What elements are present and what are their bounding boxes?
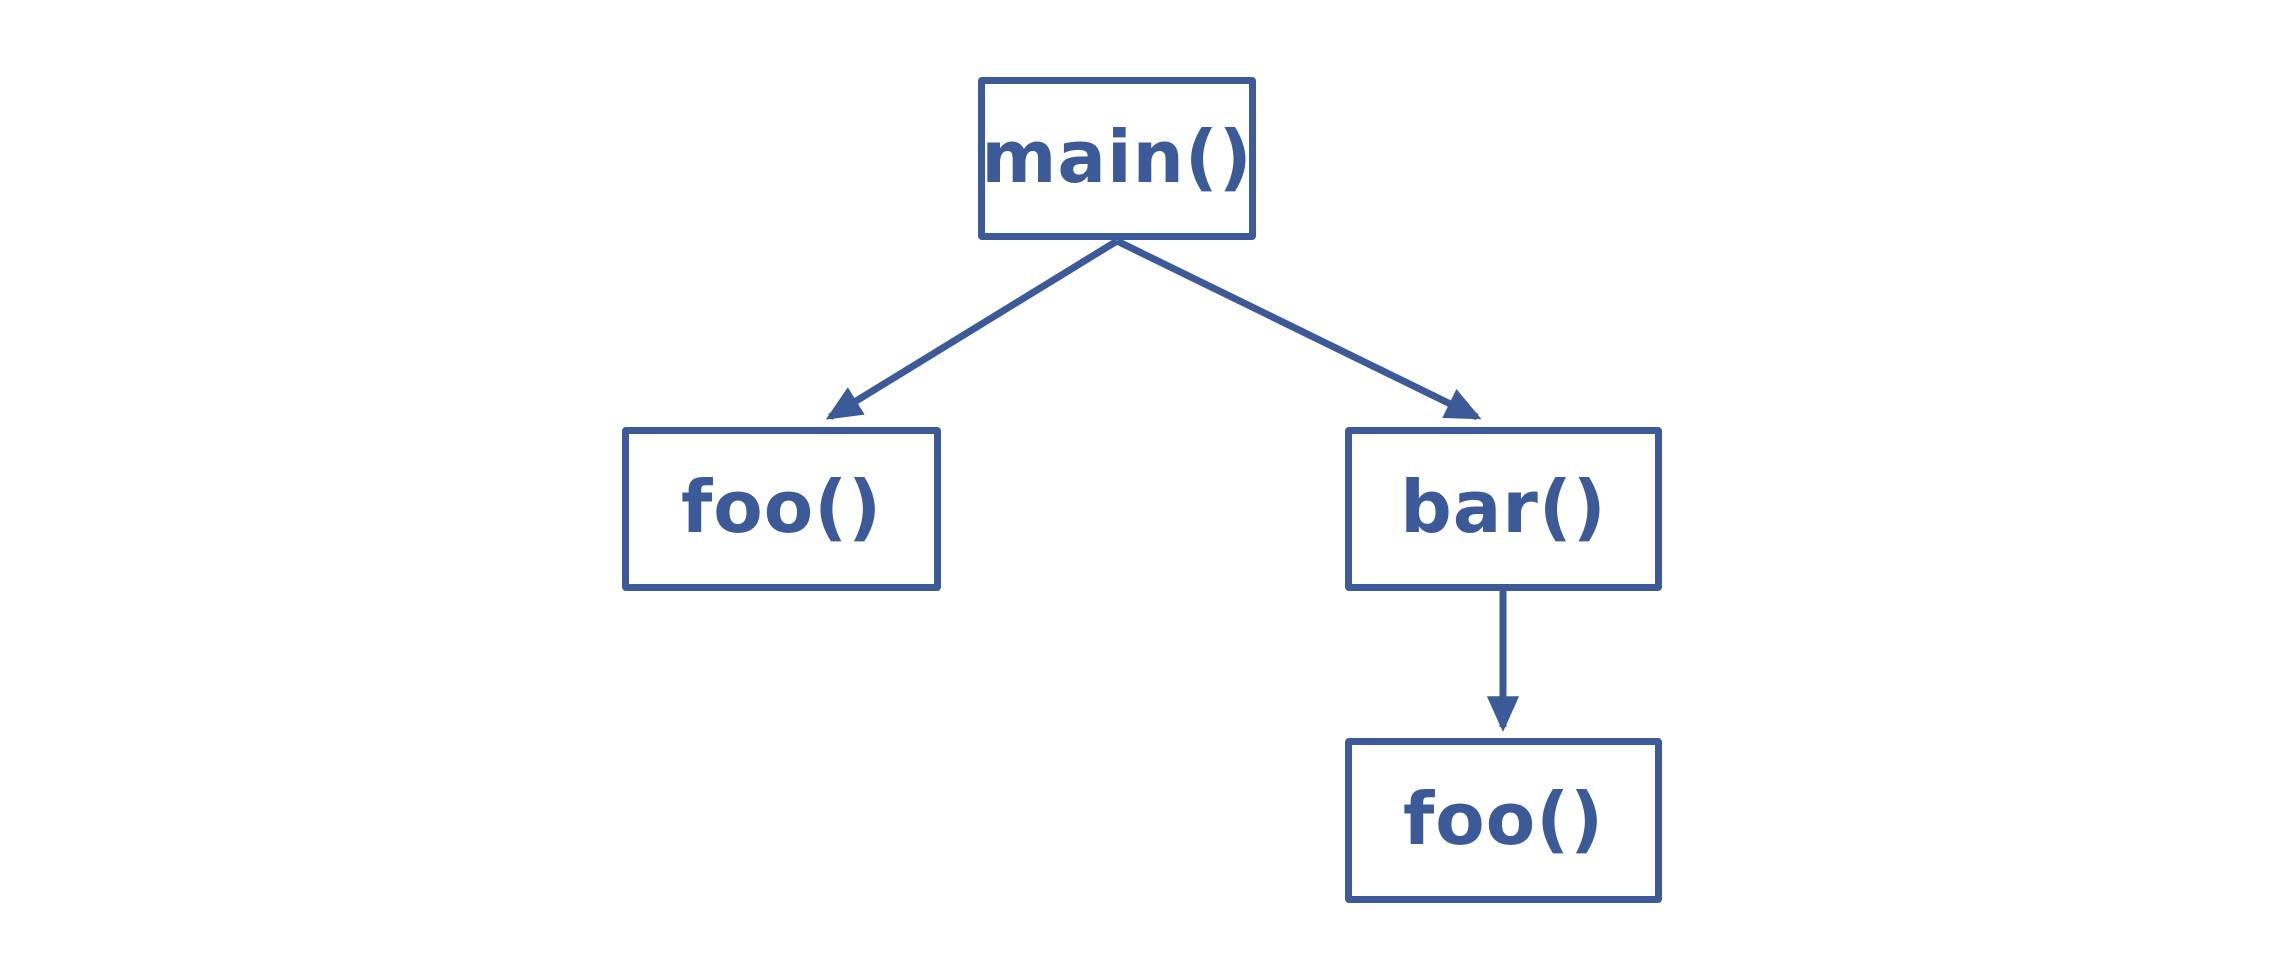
node-bar-label: bar()	[1400, 465, 1607, 549]
node-foo-left-label: foo()	[680, 465, 883, 549]
node-foo-bottom: foo()	[1345, 738, 1662, 903]
edge-main-to-foo-left	[825, 238, 1119, 420]
node-foo-left: foo()	[622, 427, 941, 591]
edge-main-to-bar	[1115, 237, 1482, 421]
node-main-label: main()	[981, 114, 1253, 199]
node-bar: bar()	[1345, 427, 1662, 591]
node-main: main()	[978, 77, 1256, 240]
node-foo-bottom-label: foo()	[1402, 776, 1605, 861]
